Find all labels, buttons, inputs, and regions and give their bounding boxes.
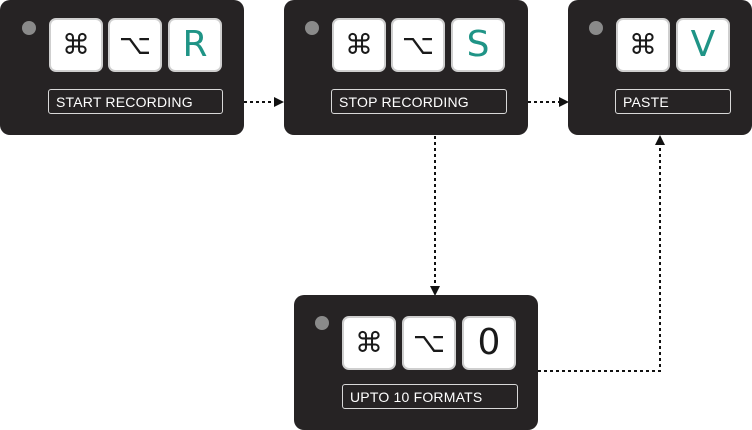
card-paste: ⌘ V PASTE <box>568 0 752 135</box>
status-dot <box>22 21 36 35</box>
key-r: R <box>168 18 222 72</box>
step-label-paste: PASTE <box>615 89 731 114</box>
status-dot <box>315 316 329 330</box>
command-key-icon: ⌘ <box>49 18 103 72</box>
command-key-icon: ⌘ <box>616 18 670 72</box>
step-label-start-recording: START RECORDING <box>48 89 223 114</box>
status-dot <box>589 21 603 35</box>
status-dot <box>305 21 319 35</box>
option-key-icon: ⌥ <box>402 316 456 370</box>
key-s: S <box>451 18 505 72</box>
step-label-formats: UPTO 10 FORMATS <box>342 384 518 409</box>
option-key-icon: ⌥ <box>108 18 162 72</box>
command-key-icon: ⌘ <box>342 316 396 370</box>
key-v: V <box>676 18 730 72</box>
key-zero: 0 <box>462 316 516 370</box>
command-key-icon: ⌘ <box>332 18 386 72</box>
card-stop-recording: ⌘ ⌥ S STOP RECORDING <box>284 0 528 135</box>
option-key-icon: ⌥ <box>391 18 445 72</box>
card-formats: ⌘ ⌥ 0 UPTO 10 FORMATS <box>294 295 538 430</box>
connector-formats-to-paste <box>538 135 665 372</box>
card-start-recording: ⌘ ⌥ R START RECORDING <box>0 0 244 135</box>
step-label-stop-recording: STOP RECORDING <box>331 89 507 114</box>
